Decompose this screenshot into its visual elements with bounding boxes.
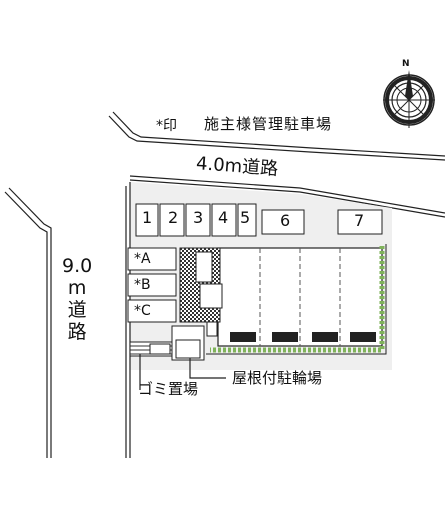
compass-north-label: N [402, 59, 410, 69]
managed-parking-note: 施主様管理駐車場 [204, 115, 333, 133]
parking-space-7: 7 [354, 211, 365, 230]
apartment-building [217, 247, 383, 347]
top-road-edge [108, 111, 445, 218]
managed-parking-mark: *印 [156, 118, 177, 134]
parking-side-stalls [127, 247, 177, 323]
parking-space-3: 3 [193, 208, 204, 227]
left-road-edge [4, 187, 52, 458]
compass-rose [383, 70, 435, 128]
hedge [206, 244, 387, 355]
parking-space-c: *C [134, 303, 151, 319]
parking-space-1: 1 [142, 208, 153, 227]
bike-parking-label: 屋根付駐輪場 [232, 369, 323, 387]
parking-space-4: 4 [218, 208, 229, 227]
parking-space-6: 6 [280, 211, 291, 230]
parking-space-5: 5 [240, 208, 251, 227]
bike-parking [171, 325, 205, 361]
parking-space-b: *B [134, 277, 151, 293]
parking-space-a: *A [134, 251, 151, 267]
garbage-area [129, 341, 173, 357]
callout-lines [139, 354, 226, 390]
parking-space-2: 2 [168, 208, 179, 227]
garbage-area-label: ゴミ置場 [138, 380, 199, 398]
left-road-label: 9.0 m 道 路 [62, 255, 93, 343]
parking-top-row [135, 203, 383, 237]
stair-core [179, 247, 223, 337]
